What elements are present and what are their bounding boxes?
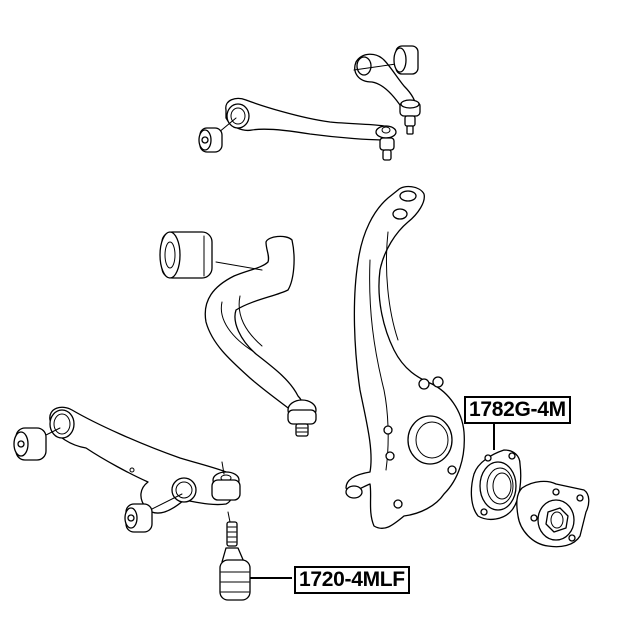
- part-label-ball-joint: 1720-4MLF: [294, 566, 410, 594]
- wheel-bearing: [470, 449, 522, 521]
- ball-joint: [219, 511, 251, 601]
- part-label-wheel-bearing: 1782G-4M: [464, 396, 571, 424]
- wheel-hub: [516, 480, 590, 548]
- lower-wishbone-arm: [159, 231, 317, 437]
- upper-rear-control-arm: [353, 45, 421, 135]
- upper-front-control-arm: [198, 97, 397, 161]
- lower-control-arm: [13, 406, 241, 533]
- steering-knuckle: [345, 185, 465, 530]
